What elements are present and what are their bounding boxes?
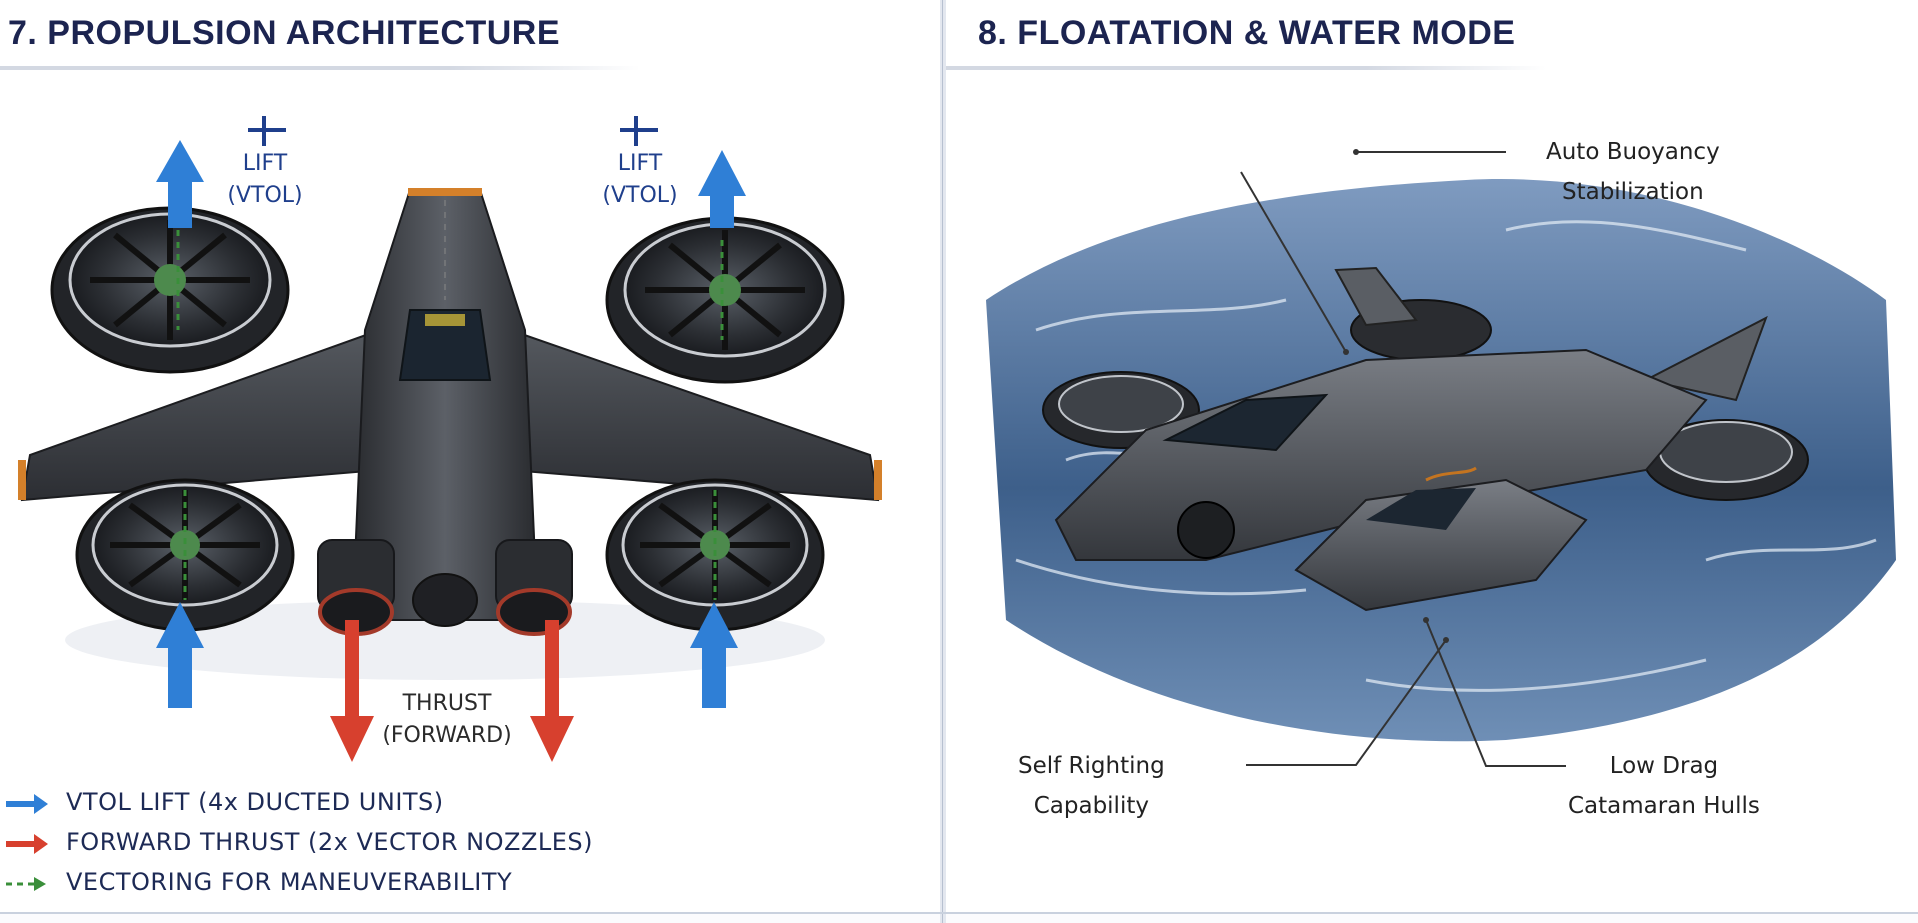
hull-intake xyxy=(1177,501,1235,559)
thrust-label-line1: THRUST xyxy=(402,691,492,716)
lift-arrow-bottom-right xyxy=(690,602,738,708)
callout-self-righting-line1: Self Righting xyxy=(1018,753,1165,779)
lift-label-left: LIFT (VTOL) xyxy=(200,148,330,212)
legend-text-vtol-lift: VTOL LIFT (4x DUCTED UNITS) xyxy=(66,788,444,816)
ducted-fan-front-left xyxy=(50,206,290,374)
propulsion-legend: VTOL LIFT (4x DUCTED UNITS) FORWARD THRU… xyxy=(0,784,700,904)
lift-label-right: LIFT (VTOL) xyxy=(575,148,705,212)
right-wingtip-light xyxy=(874,460,882,500)
bottom-border xyxy=(0,912,1918,914)
lift-plus-icons xyxy=(248,116,658,146)
legend-item-vtol-lift: VTOL LIFT (4x DUCTED UNITS) xyxy=(0,784,700,824)
lift-label-right-line2: (VTOL) xyxy=(602,183,678,208)
thrust-arrows xyxy=(330,620,574,762)
lift-label-right-line1: LIFT xyxy=(617,151,663,176)
ducted-fan-front-right xyxy=(605,216,845,384)
propulsion-title: 7. PROPULSION ARCHITECTURE xyxy=(8,14,561,52)
left-wingtip-light xyxy=(18,460,26,500)
floatation-title: 8. FLOATATION & WATER MODE xyxy=(978,14,1516,52)
water-cockpit-canopy xyxy=(1162,393,1329,452)
callout-low-drag-line1: Low Drag xyxy=(1609,753,1719,779)
blue-arrow-icon xyxy=(6,794,48,814)
lift-arrows xyxy=(156,140,746,708)
pontoon-accent xyxy=(1425,466,1477,482)
callout-auto-buoyancy-line1: Auto Buoyancy xyxy=(1546,139,1720,165)
panel-divider xyxy=(940,0,946,923)
cockpit-canopy xyxy=(398,309,492,381)
callout-auto-buoyancy-line2: Stabilization xyxy=(1561,179,1704,205)
callout-self-righting: Self Righting Capability xyxy=(1018,746,1165,826)
legend-text-vectoring: VECTORING FOR MANEUVERABILITY xyxy=(66,868,513,896)
left-engine-nozzle xyxy=(317,539,395,636)
tail-fin-right xyxy=(1643,315,1768,402)
legend-item-forward-thrust: FORWARD THRUST (2x VECTOR NOZZLES) xyxy=(0,824,700,864)
right-engine-nozzle xyxy=(495,539,573,636)
floatation-panel: 8. FLOATATION & WATER MODE xyxy=(946,0,1918,912)
callout-self-righting-line2: Capability xyxy=(1033,793,1149,819)
lift-label-left-line1: LIFT xyxy=(242,151,288,176)
red-arrow-icon xyxy=(6,834,48,854)
callout-auto-buoyancy: Auto Buoyancy Stabilization xyxy=(1546,132,1720,212)
legend-item-vectoring: VECTORING FOR MANEUVERABILITY xyxy=(0,864,700,904)
green-dashed-arrow-icon xyxy=(6,877,46,891)
callout-dots xyxy=(1343,149,1449,643)
leader-low-drag xyxy=(1425,619,1566,767)
propulsion-panel: 7. PROPULSION ARCHITECTURE xyxy=(0,0,940,912)
lift-arrow-up-right xyxy=(698,150,746,228)
callout-low-drag-line2: Catamaran Hulls xyxy=(1568,793,1760,819)
canopy-marker xyxy=(425,314,465,326)
tail-fin-left xyxy=(1334,266,1418,327)
vectoring-lines xyxy=(176,230,724,600)
thrust-label-line2: (FORWARD) xyxy=(382,723,512,748)
thrust-arrow-right xyxy=(530,620,574,762)
title-underline xyxy=(946,66,1546,70)
lift-arrow-up-left xyxy=(156,140,204,228)
thrust-label: THRUST (FORWARD) xyxy=(362,688,532,752)
center-exhaust xyxy=(412,573,478,627)
lift-arrow-bottom-left xyxy=(156,602,204,708)
aircraft-on-water-illustration xyxy=(986,149,1896,767)
nose-light xyxy=(408,188,482,196)
catamaran-pontoon xyxy=(1294,478,1588,612)
water-fan-right xyxy=(1643,419,1809,501)
leader-self-righting xyxy=(1246,639,1447,766)
callout-low-drag: Low Drag Catamaran Hulls xyxy=(1568,746,1760,826)
legend-text-forward-thrust: FORWARD THRUST (2x VECTOR NOZZLES) xyxy=(66,828,594,856)
lift-label-left-line2: (VTOL) xyxy=(227,183,303,208)
pontoon-canopy xyxy=(1366,488,1476,530)
callout-leader-lines xyxy=(1240,151,1566,767)
ground-shadow xyxy=(65,600,825,680)
aircraft-top-view-illustration xyxy=(18,116,882,762)
thrust-arrow-left xyxy=(330,620,374,762)
title-underline xyxy=(0,66,640,70)
